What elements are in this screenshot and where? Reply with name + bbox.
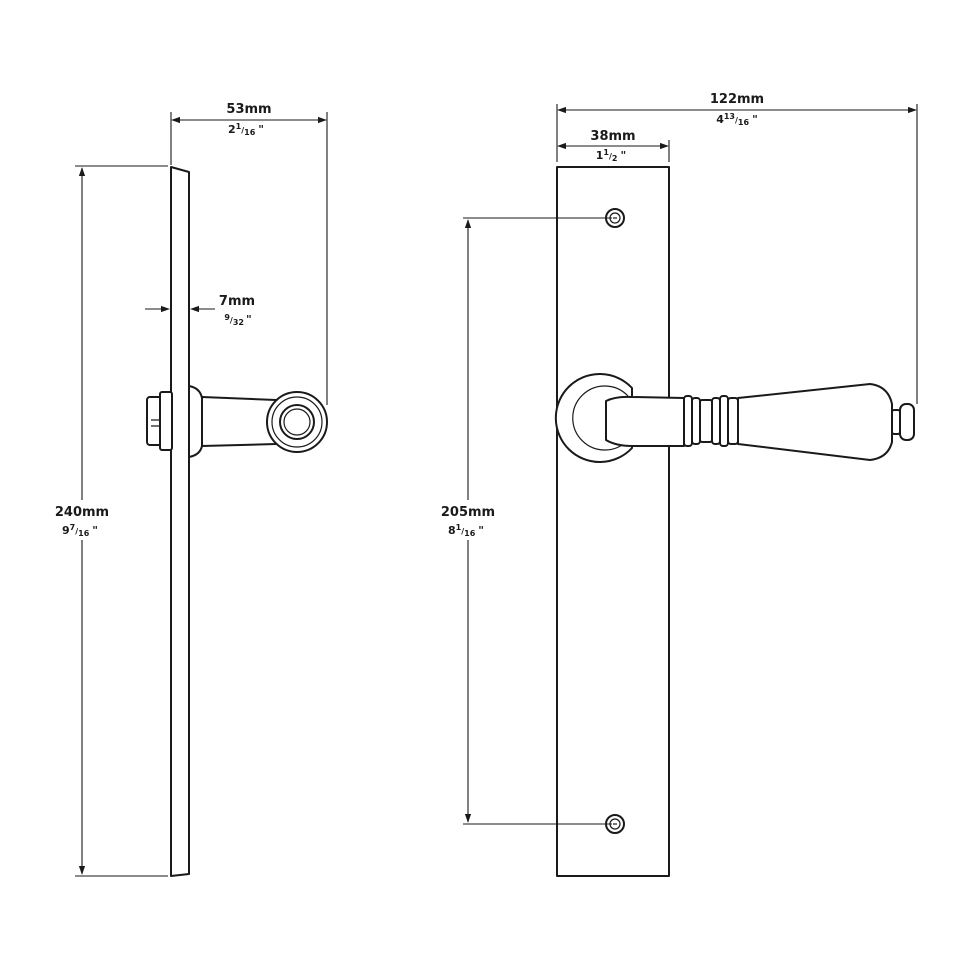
plate-width-mm-label: 38mm [590,129,635,144]
front-lever-neck [605,395,685,447]
front-backplate [556,166,670,877]
side-backplate [170,166,190,877]
screw-centres-mm-label: 205mm [441,505,495,520]
side-lever-arm [201,396,277,447]
dim-screw-centres: 205mm 81/16" [436,217,612,825]
dim-side-thickness: 7mm 9/32" [145,294,255,327]
front-lever-end-knob [891,403,915,441]
overall-width-mm-label: 122mm [710,92,764,107]
side-thickness-inch-label: 9/32" [224,313,251,327]
side-rose [188,385,203,458]
dim-side-width: 53mm 21/16" [170,102,328,405]
height-inch-label: 97/16" [62,523,98,538]
side-lever-end [266,391,328,453]
front-view: 122mm 413/16" 38mm 11/2" 205mm 81/16" [436,92,918,877]
side-thickness-mm-label: 7mm [219,294,255,309]
screw-centres-inch-label: 81/16" [448,523,484,538]
side-width-inch-label: 21/16" [228,122,264,137]
dim-height: 240mm 97/16" [48,165,168,877]
height-mm-label: 240mm [55,505,109,520]
front-lever-collars [683,395,739,447]
front-lever-grip [737,383,893,461]
overall-width-inch-label: 413/16" [716,112,758,127]
side-view: 53mm 21/16" 7mm 9/32" 240mm 97/16" [48,102,328,877]
side-width-mm-label: 53mm [226,102,271,117]
dim-overall-width: 122mm 413/16" [556,92,918,404]
plate-width-inch-label: 11/2" [596,148,626,163]
dim-plate-width: 38mm 11/2" [557,129,670,163]
side-spindle-nut [146,391,173,451]
